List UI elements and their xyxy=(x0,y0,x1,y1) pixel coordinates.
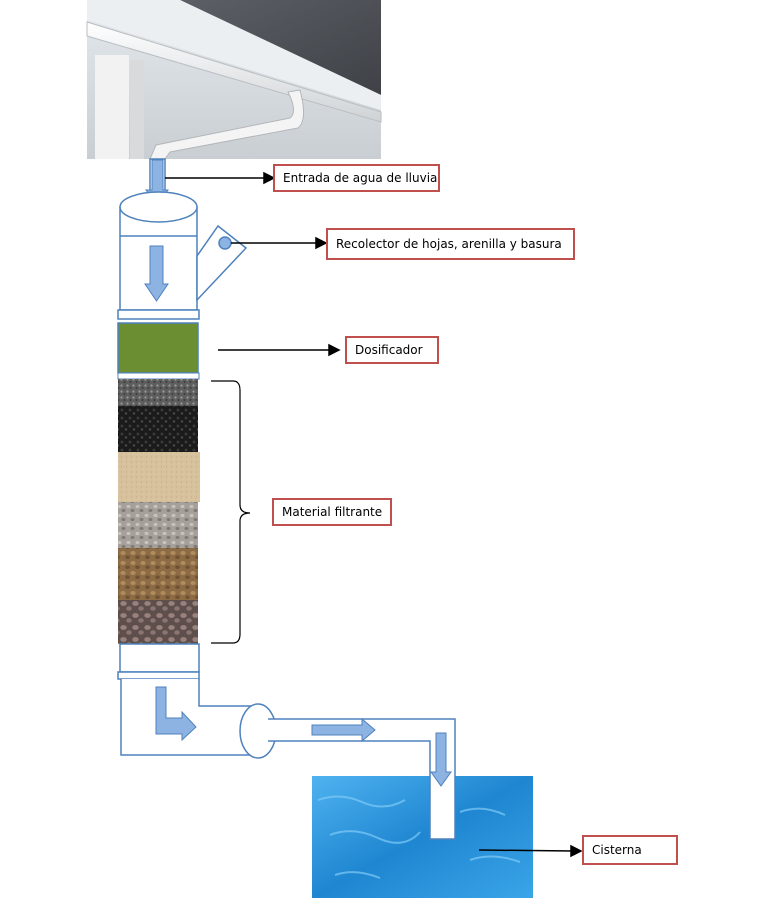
bend-arrow xyxy=(155,686,197,742)
label-material-filtrante: Material filtrante xyxy=(272,498,392,526)
layer-grava-fina xyxy=(118,379,198,406)
label-entrada: Entrada de agua de lluvia xyxy=(273,164,440,192)
layer-grava-cafe xyxy=(118,548,198,600)
roof-gutter-photo xyxy=(86,0,382,160)
bottom-chamber xyxy=(117,643,256,756)
label-dosificador: Dosificador xyxy=(345,336,439,364)
dosificador-block xyxy=(117,322,199,374)
layer-piedra xyxy=(118,600,198,644)
pointer-arrows xyxy=(165,171,583,858)
outlet-arrow-right xyxy=(311,717,376,743)
layer-arena xyxy=(118,452,200,502)
filter-layers xyxy=(118,379,200,644)
debris-collector xyxy=(196,224,248,302)
label-recolector: Recolector de hojas, arenilla y basura xyxy=(326,228,575,260)
layer-carbon xyxy=(118,406,198,452)
material-bracket xyxy=(211,380,251,644)
cisterna-water xyxy=(312,732,533,898)
layer-grava-gris xyxy=(118,502,198,548)
outlet-arrow-down xyxy=(430,732,452,787)
label-cisterna: Cisterna xyxy=(582,835,678,865)
collector-chamber xyxy=(117,191,200,320)
